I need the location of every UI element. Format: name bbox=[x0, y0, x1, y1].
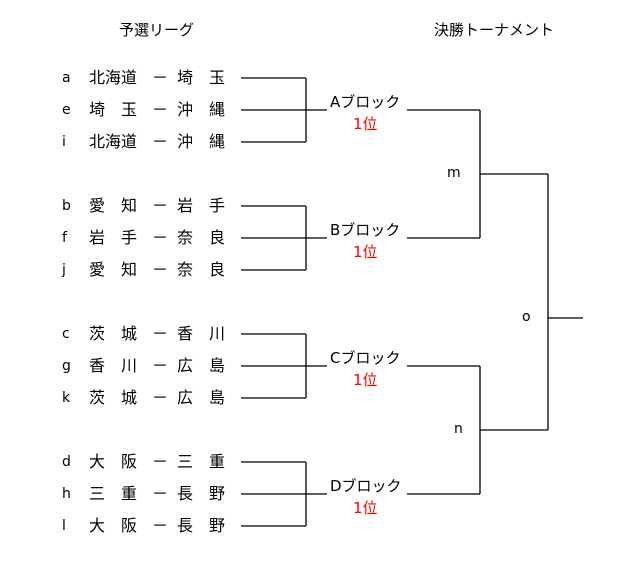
block-d-bracket bbox=[241, 461, 327, 527]
semifinal-m-bracket bbox=[407, 109, 548, 239]
block-rank: 1位 bbox=[353, 499, 378, 517]
versus-separator: － bbox=[152, 356, 169, 375]
team2-name: 埼 玉 bbox=[177, 68, 226, 87]
match-row: e 埼 玉 － 沖 縄 bbox=[0, 100, 240, 120]
match-row: l 大 阪 － 長 野 bbox=[0, 516, 240, 536]
match-row: g 香 川 － 広 島 bbox=[0, 356, 240, 376]
team2-name: 奈 良 bbox=[177, 228, 226, 247]
block-rank: 1位 bbox=[353, 243, 378, 261]
team2-name: 三 重 bbox=[177, 452, 226, 471]
final-o-label: o bbox=[522, 309, 531, 325]
match-id: d bbox=[62, 454, 71, 470]
team1-name: 愛 知 bbox=[89, 260, 138, 279]
team1-name: 埼 玉 bbox=[89, 100, 138, 119]
team2-name: 長 野 bbox=[177, 484, 226, 503]
match-id: l bbox=[62, 518, 66, 534]
team2-name: 広 島 bbox=[177, 388, 226, 407]
match-id: c bbox=[62, 326, 70, 342]
match-id: e bbox=[62, 102, 71, 118]
match-id: i bbox=[62, 134, 66, 150]
match-id: b bbox=[62, 198, 71, 214]
match-id: h bbox=[62, 486, 71, 502]
match-row: b 愛 知 － 岩 手 bbox=[0, 196, 240, 216]
block-rank: 1位 bbox=[353, 115, 378, 133]
team1-name: 岩 手 bbox=[89, 228, 138, 247]
match-id: j bbox=[62, 262, 66, 278]
prelim-league-title: 予選リーグ bbox=[119, 21, 195, 39]
versus-separator: － bbox=[152, 68, 169, 87]
block-label: Cブロック bbox=[328, 349, 403, 367]
block-a-bracket bbox=[241, 77, 327, 143]
versus-separator: － bbox=[152, 132, 169, 151]
match-row: j 愛 知 － 奈 良 bbox=[0, 260, 240, 280]
versus-separator: － bbox=[152, 388, 169, 407]
block-label: Dブロック bbox=[328, 477, 404, 495]
block-label: Bブロック bbox=[328, 221, 403, 239]
team2-name: 沖 縄 bbox=[177, 100, 226, 119]
team2-name: 香 川 bbox=[177, 324, 226, 343]
semifinal-n-bracket bbox=[407, 365, 548, 495]
match-row: h 三 重 － 長 野 bbox=[0, 484, 240, 504]
team2-name: 岩 手 bbox=[177, 196, 226, 215]
block-b-bracket bbox=[241, 205, 327, 271]
team1-name: 北海道 bbox=[89, 68, 138, 87]
match-row: f 岩 手 － 奈 良 bbox=[0, 228, 240, 248]
team2-name: 奈 良 bbox=[177, 260, 226, 279]
team1-name: 香 川 bbox=[89, 356, 138, 375]
match-row: i 北海道 － 沖 縄 bbox=[0, 132, 240, 152]
team1-name: 大 阪 bbox=[89, 516, 138, 535]
block-c-bracket bbox=[241, 333, 327, 399]
team2-name: 沖 縄 bbox=[177, 132, 226, 151]
team1-name: 茨 城 bbox=[89, 324, 138, 343]
team2-name: 長 野 bbox=[177, 516, 226, 535]
versus-separator: － bbox=[152, 452, 169, 471]
final-o-bracket bbox=[547, 174, 583, 430]
block-rank: 1位 bbox=[353, 371, 378, 389]
match-id: a bbox=[62, 70, 71, 86]
team1-name: 愛 知 bbox=[89, 196, 138, 215]
team1-name: 茨 城 bbox=[89, 388, 138, 407]
versus-separator: － bbox=[152, 324, 169, 343]
team1-name: 大 阪 bbox=[89, 452, 138, 471]
match-id: f bbox=[62, 230, 67, 246]
final-tournament-title: 決勝トーナメント bbox=[434, 21, 555, 39]
match-row: a 北海道 － 埼 玉 bbox=[0, 68, 240, 88]
versus-separator: － bbox=[152, 196, 169, 215]
semifinal-n-label: n bbox=[454, 421, 463, 437]
versus-separator: － bbox=[152, 100, 169, 119]
semifinal-m-label: m bbox=[447, 165, 461, 181]
team2-name: 広 島 bbox=[177, 356, 226, 375]
match-id: k bbox=[62, 390, 71, 406]
versus-separator: － bbox=[152, 260, 169, 279]
match-row: k 茨 城 － 広 島 bbox=[0, 388, 240, 408]
match-row: d 大 阪 － 三 重 bbox=[0, 452, 240, 472]
versus-separator: － bbox=[152, 516, 169, 535]
versus-separator: － bbox=[152, 228, 169, 247]
block-label: Aブロック bbox=[328, 93, 403, 111]
versus-separator: － bbox=[152, 484, 169, 503]
team1-name: 北海道 bbox=[89, 132, 138, 151]
match-id: g bbox=[62, 358, 71, 374]
match-row: c 茨 城 － 香 川 bbox=[0, 324, 240, 344]
team1-name: 三 重 bbox=[89, 484, 138, 503]
